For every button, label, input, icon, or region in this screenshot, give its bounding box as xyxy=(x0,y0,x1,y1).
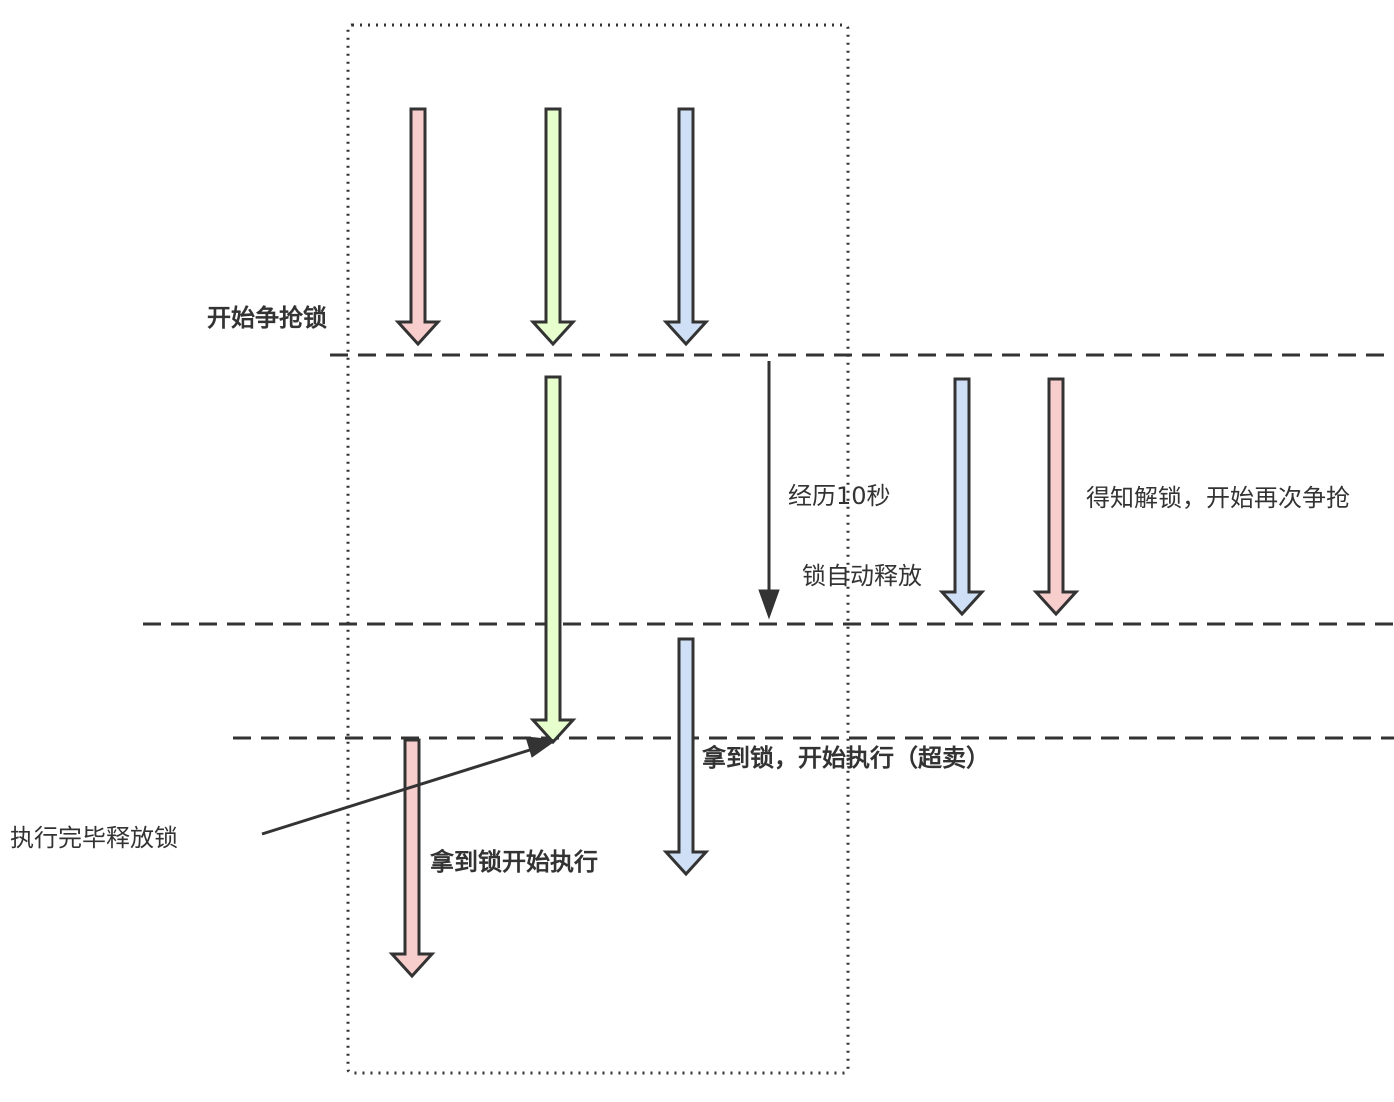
release-arrow-head xyxy=(525,736,558,758)
red-arrow-1 xyxy=(394,107,442,347)
green-arrow-1 xyxy=(529,107,577,347)
blue-arrow-oversell xyxy=(662,637,710,877)
label-finish-release: 执行完毕释放锁 xyxy=(10,824,178,852)
label-after-10s: 经历10秒 xyxy=(788,482,891,510)
label-auto-release: 锁自动释放 xyxy=(802,562,922,590)
green-arrow-2 xyxy=(529,375,577,745)
label-notified-contend: 得知解锁，开始再次争抢 xyxy=(1086,484,1350,512)
label-got-lock-oversell: 拿到锁，开始执行（超卖） xyxy=(702,744,990,772)
timer-arrow-head xyxy=(758,589,780,620)
blue-arrow-1 xyxy=(662,107,710,347)
red-arrow-execute xyxy=(388,738,436,979)
label-start-contend: 开始争抢锁 xyxy=(207,304,327,332)
red-arrow-recontend xyxy=(1032,377,1080,617)
release-arrow-line xyxy=(261,747,534,836)
blue-arrow-recontend xyxy=(938,377,986,617)
label-got-lock-execute: 拿到锁开始执行 xyxy=(430,848,598,876)
